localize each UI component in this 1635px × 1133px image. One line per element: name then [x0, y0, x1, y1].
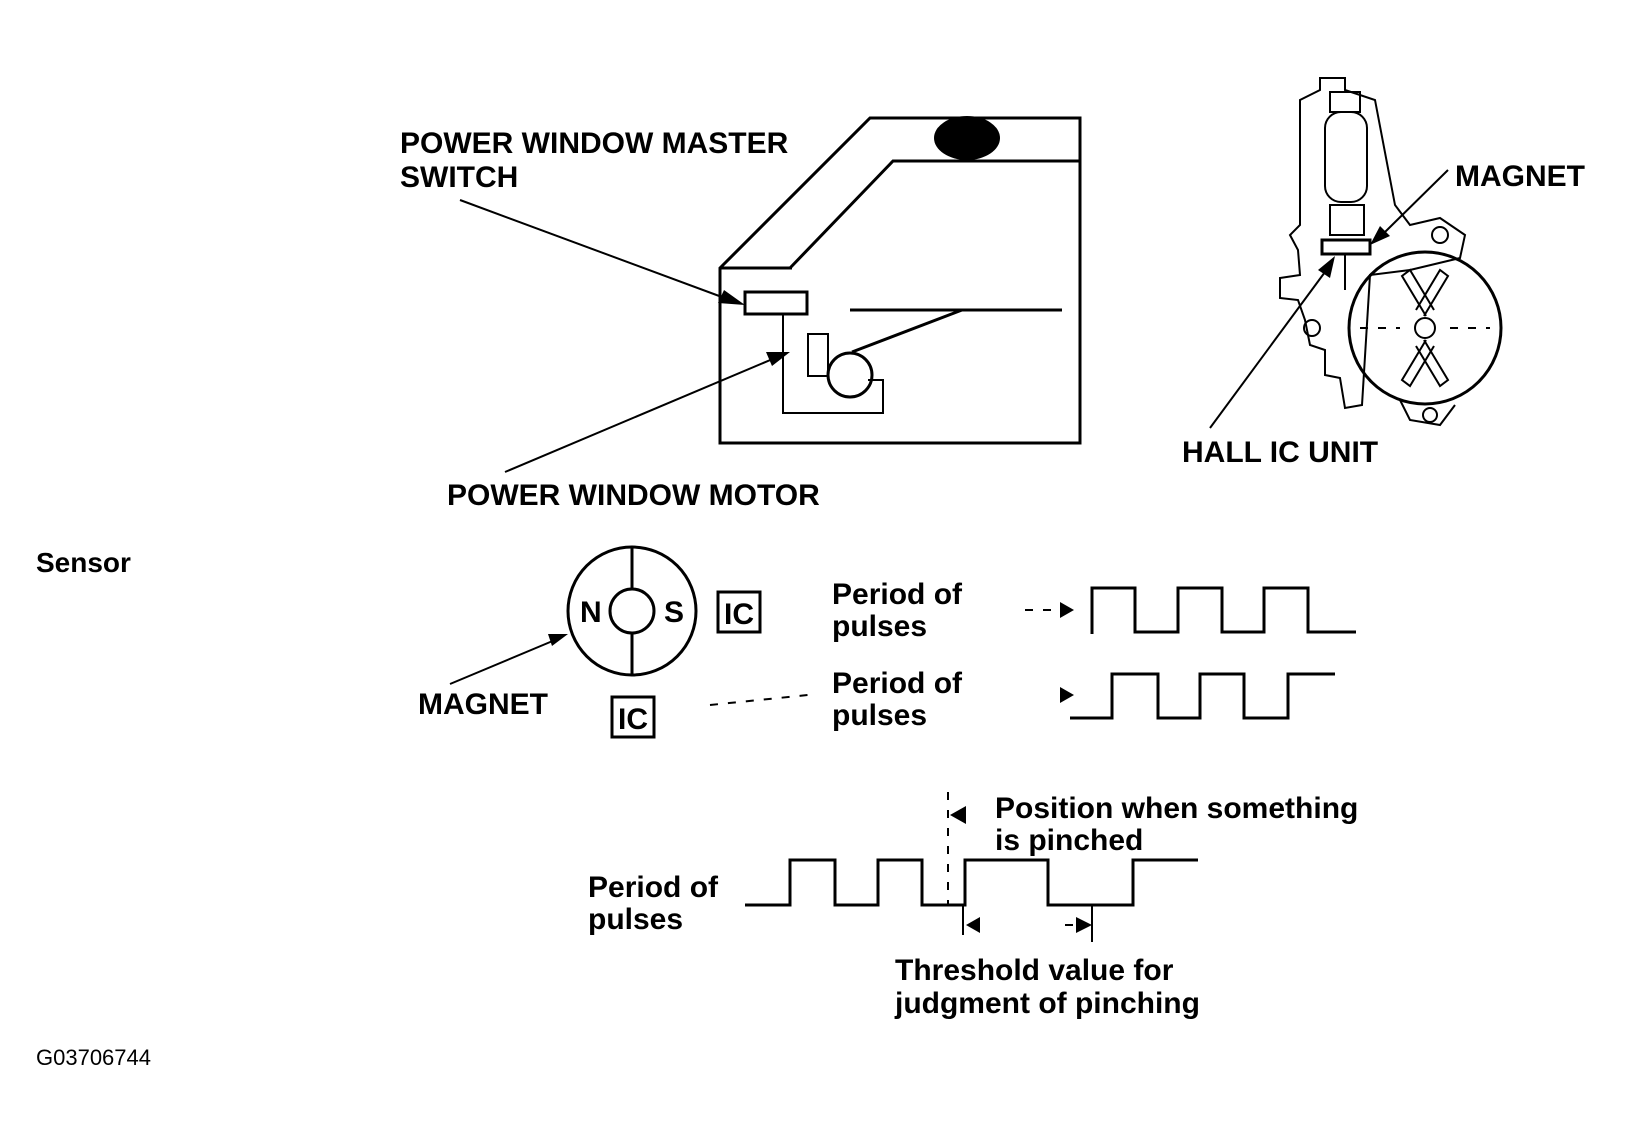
- master-switch-label-line1: POWER WINDOW MASTER: [400, 127, 789, 160]
- arrow-head: [966, 917, 980, 933]
- arrow-head: [1370, 226, 1390, 245]
- pulse-waveform-2: [1070, 672, 1335, 720]
- sensor-heading: Sensor: [36, 547, 131, 578]
- master-switch-shape: [743, 290, 809, 316]
- wiring-harness: [782, 314, 884, 414]
- arrow-head: [950, 806, 966, 824]
- ic-bottom-box: [610, 695, 656, 739]
- mount-hole: [1422, 407, 1438, 423]
- hall-ic-unit-label: HALL IC UNIT: [1182, 436, 1378, 469]
- motor-detail-illustration: [1279, 77, 1503, 427]
- ic-right-label: IC: [724, 598, 754, 631]
- ic-right-box: [716, 590, 762, 634]
- pinched-label-line2: is pinched: [995, 824, 1143, 857]
- magnet-sensor-label: MAGNET: [418, 688, 548, 721]
- gear-spoke: [1415, 339, 1450, 388]
- door-outline: [718, 116, 1082, 445]
- period2-label-line2: pulses: [832, 699, 927, 732]
- hall-ic-magnet-ring: [1320, 238, 1372, 256]
- door-illustration: [718, 116, 1082, 445]
- pulse-waveform-1: [1090, 586, 1356, 634]
- arrow-head: [1076, 917, 1092, 933]
- gear-spoke: [1415, 268, 1450, 317]
- gear-spoke: [1400, 339, 1435, 388]
- regulator-arm: [851, 308, 963, 354]
- door-mirror: [934, 116, 1000, 160]
- hall-ic-leader: [1209, 271, 1326, 429]
- threshold-label-line1: Threshold value for: [895, 954, 1174, 987]
- motor-armature: [1324, 111, 1368, 203]
- gear-hub: [1414, 317, 1436, 339]
- period2-dash: [709, 694, 809, 706]
- figure-id: G03706744: [36, 1045, 151, 1070]
- gear-spokes: [1360, 268, 1490, 388]
- motor-leader: [504, 357, 776, 473]
- magnet-top-label: MAGNET: [1455, 160, 1585, 193]
- window-frame: [788, 159, 1080, 270]
- threshold-label-line2: judgment of pinching: [894, 987, 1200, 1020]
- motor-commutator: [1329, 204, 1365, 236]
- arrow-head: [718, 290, 745, 305]
- motor-brush-cap: [1329, 91, 1361, 113]
- period2-label-line1: Period of: [832, 667, 963, 700]
- motor-shape: [826, 351, 874, 399]
- motor-label: POWER WINDOW MOTOR: [447, 479, 820, 512]
- arrow-head: [1060, 602, 1074, 618]
- gear-spoke: [1400, 268, 1435, 317]
- mount-hole: [1431, 226, 1449, 244]
- gear-housing: [1347, 250, 1503, 406]
- arrow-head: [1060, 687, 1074, 703]
- period3-label-line1: Period of: [588, 871, 719, 904]
- master-switch-leader: [459, 199, 731, 301]
- magnet-center: [608, 587, 656, 635]
- pole-s-label: S: [664, 596, 684, 629]
- period1-label-line2: pulses: [832, 610, 927, 643]
- period3-label-line2: pulses: [588, 903, 683, 936]
- arrow-head: [766, 352, 790, 366]
- motor-bracket: [807, 333, 829, 377]
- master-switch-label-line2: SWITCH: [400, 161, 518, 194]
- mount-tab: [1399, 399, 1456, 427]
- ic-bottom-label: IC: [618, 703, 648, 736]
- arrow-head: [1318, 256, 1335, 278]
- arrow-head: [548, 634, 568, 646]
- pole-n-label: N: [580, 596, 602, 629]
- sensor-magnet: N S: [566, 545, 698, 677]
- magnet-sensor-leader: [449, 639, 556, 685]
- magnet-top-leader: [1384, 169, 1449, 233]
- period1-label-line1: Period of: [832, 578, 963, 611]
- pulse-waveform-pinch: [745, 858, 1198, 907]
- mount-hole: [1303, 319, 1321, 337]
- pinched-label-line1: Position when something: [995, 792, 1358, 825]
